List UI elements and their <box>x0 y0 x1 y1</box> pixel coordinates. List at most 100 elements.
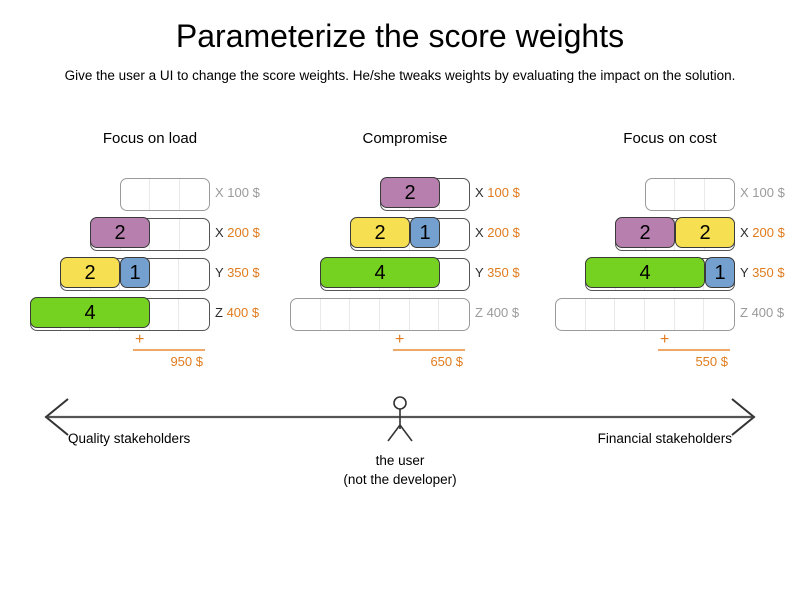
row-axis-letter: Y <box>215 265 228 280</box>
row-axis-letter: Y <box>740 265 753 280</box>
row-price: 200 $ <box>227 225 260 240</box>
weight-row: 4 Z 400 $ <box>0 295 800 335</box>
row-price: 200 $ <box>487 225 520 240</box>
slider-tick-cell[interactable] <box>291 299 321 330</box>
column-header: Focus on cost <box>623 130 717 147</box>
weight-segment-green[interactable]: 4 <box>320 257 440 288</box>
weight-segment-green[interactable]: 4 <box>585 257 705 288</box>
slider-tick-cell[interactable] <box>150 259 180 290</box>
slider-tick-cell[interactable] <box>645 299 675 330</box>
row-price: 400 $ <box>751 305 785 320</box>
weight-segment-yellow[interactable]: 2 <box>60 257 120 288</box>
weight-row: 2 X 100 $ <box>0 175 800 215</box>
weight-row: X 100 $ <box>0 175 800 215</box>
row-label: Y 350 $ <box>215 265 260 280</box>
slider-tick-cell[interactable] <box>556 299 586 330</box>
weight-segment-yellow[interactable]: 2 <box>350 217 410 248</box>
slider-tick-cell[interactable] <box>150 219 180 250</box>
row-label: X 200 $ <box>215 225 260 240</box>
row-axis-letter: X <box>215 185 228 200</box>
user-caption-line2: (not the developer) <box>343 472 457 487</box>
row-axis-letter: Z <box>215 305 227 320</box>
page-subtitle: Give the user a UI to change the score w… <box>64 68 736 83</box>
weight-segment-yellow[interactable]: 2 <box>675 217 735 248</box>
weight-segment-blue[interactable]: 1 <box>120 257 150 288</box>
column-total: +650 $ <box>393 331 465 370</box>
slider-tick-cell[interactable] <box>704 299 734 330</box>
total-rule <box>393 349 465 352</box>
slider-tick-cell[interactable] <box>321 299 351 330</box>
user-caption: the user (not the developer) <box>343 451 456 489</box>
slider-tick-cell[interactable] <box>150 299 180 330</box>
weight-slider-track[interactable] <box>290 298 470 331</box>
slider-tick-cell[interactable] <box>586 299 616 330</box>
weight-slider-track[interactable] <box>120 178 210 211</box>
row-price: 400 $ <box>486 305 520 320</box>
slider-tick-cell[interactable] <box>675 179 705 210</box>
row-price: 350 $ <box>752 265 785 280</box>
total-rule <box>658 349 730 352</box>
row-axis-letter: X <box>475 185 488 200</box>
slider-tick-cell[interactable] <box>705 179 734 210</box>
weight-segment-purple[interactable]: 2 <box>90 217 150 248</box>
row-axis-letter: X <box>740 185 753 200</box>
plus-sign: + <box>135 331 145 348</box>
slider-tick-cell[interactable] <box>410 299 440 330</box>
row-price: 100 $ <box>227 185 260 200</box>
weight-slider-track[interactable] <box>555 298 735 331</box>
stakeholder-axis: Quality stakeholders Financial stakehold… <box>0 395 800 595</box>
weight-segment-purple[interactable]: 2 <box>615 217 675 248</box>
column-header: Focus on load <box>102 130 198 147</box>
weight-segment-purple[interactable]: 2 <box>380 177 440 208</box>
total-value: 650 $ <box>430 354 463 370</box>
slider-tick-cell[interactable] <box>350 299 381 330</box>
plus-sign: + <box>660 331 670 348</box>
row-label: X 100 $ <box>215 185 260 200</box>
weight-row: 4 Y 350 $ <box>0 255 800 295</box>
column-total: +950 $ <box>133 331 205 369</box>
weight-row: X 100 $ <box>0 175 800 215</box>
row-label: X 200 $ <box>475 225 520 240</box>
user-caption-line1: the user <box>375 453 425 468</box>
slider-tick-cell[interactable] <box>380 299 410 330</box>
plus-sign: + <box>395 331 405 348</box>
weight-segment-green[interactable]: 4 <box>30 297 150 328</box>
weight-segment-blue[interactable]: 1 <box>705 257 735 288</box>
column-total: +550 $ <box>658 331 730 370</box>
row-label: Y 350 $ <box>740 265 785 280</box>
slider-tick-cell[interactable] <box>121 179 151 210</box>
slider-tick-cell[interactable] <box>150 179 180 210</box>
page-title: Parameterize the score weights <box>175 18 625 54</box>
weight-segment-blue[interactable]: 1 <box>410 217 440 248</box>
row-label: X 100 $ <box>740 185 785 200</box>
row-axis-letter: Z <box>740 305 752 320</box>
row-price: 100 $ <box>487 185 520 200</box>
total-value: 550 $ <box>695 354 728 370</box>
row-axis-letter: X <box>740 225 753 240</box>
slider-tick-cell[interactable] <box>646 179 676 210</box>
row-axis-letter: X <box>215 225 228 240</box>
axis-label-quality: Quality stakeholders <box>68 431 191 446</box>
row-label: Z 400 $ <box>215 305 259 320</box>
row-price: 350 $ <box>487 265 520 280</box>
row-price: 400 $ <box>226 305 260 320</box>
column-header: Compromise <box>362 130 448 147</box>
weight-row: Z 400 $ <box>0 295 800 335</box>
row-price: 200 $ <box>752 225 785 240</box>
row-price: 100 $ <box>752 185 785 200</box>
row-axis-letter: Z <box>475 305 487 320</box>
weight-slider-track[interactable] <box>645 178 735 211</box>
slider-tick-cell[interactable] <box>615 299 646 330</box>
row-label: X 100 $ <box>475 185 520 200</box>
slider-tick-cell[interactable] <box>675 299 705 330</box>
weight-row: Z 400 $ <box>0 295 800 335</box>
